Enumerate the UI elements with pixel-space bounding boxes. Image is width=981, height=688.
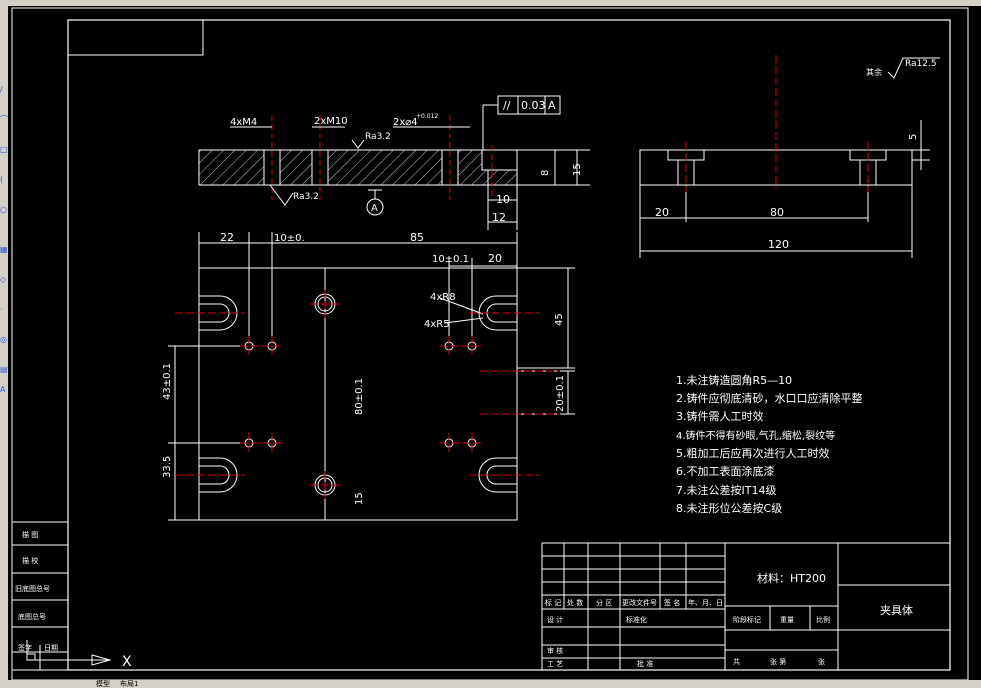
dim-pin: 2x⌀4: [393, 117, 418, 128]
note-item: 7.未注公差按IT14级: [676, 483, 776, 497]
material-label: 材料：HT200: [757, 571, 826, 585]
side-block-cell: 底图总号: [18, 612, 46, 621]
title-cell: 标 记: [545, 598, 561, 607]
dim-d12: 12: [492, 211, 506, 224]
section-view: [198, 95, 590, 230]
title-cell: 年、月、日: [688, 598, 723, 607]
circle-icon[interactable]: ○: [0, 205, 7, 214]
left-toolbar[interactable]: / ⌒ □ ( ○ ▦ ◇ · ◎ ▤ A: [0, 6, 8, 686]
side-block: [11, 521, 69, 671]
dim-20: 20: [655, 206, 669, 219]
table-icon[interactable]: ▤: [0, 365, 8, 374]
drawing-name: 夹具体: [880, 603, 913, 617]
dim-85: 85: [410, 231, 424, 244]
toolbar[interactable]: [0, 0, 981, 6]
side-block-cell: 签字: [18, 643, 32, 652]
dim-120: 120: [768, 238, 789, 251]
title-cell: 分 区: [596, 598, 612, 607]
side-block-cell: 描 校: [22, 556, 38, 565]
title-cell: 设 计: [547, 615, 563, 624]
title-cell: 更改文件号: [622, 598, 657, 607]
note-item: 5.粗加工后应再次进行人工时效: [676, 446, 830, 460]
dim-hole-top: 4xM4: [230, 117, 257, 128]
side-block-cell: 描 图: [22, 530, 38, 539]
block-icon[interactable]: ◇: [0, 275, 7, 284]
note-item: 2.铸件应彻底清砂，水口口应清除平整: [676, 391, 863, 405]
note-item: 1.未注铸造圆角R5—10: [676, 373, 792, 387]
dim-10: 10±0.: [274, 233, 305, 244]
title-cell: 阶段标记: [733, 615, 761, 624]
title-cell: 签 名: [664, 598, 680, 607]
side-block-cell: 旧底图总号: [15, 584, 50, 593]
plan-view: [168, 232, 575, 521]
note-item: 4.铸件不得有砂眼,气孔,缩松,裂纹等: [676, 429, 835, 442]
draw-line-icon[interactable]: /: [0, 85, 3, 94]
dim-5: 5: [908, 134, 919, 140]
dim-15: 15: [354, 492, 365, 505]
dim-tap: 2xM10: [314, 116, 348, 127]
dim-r8: 4xR8: [430, 292, 456, 303]
title-cell: 重量: [780, 616, 794, 624]
roughness-other-label: 其余: [866, 67, 882, 77]
note-item: 3.铸件需人工时效: [676, 409, 764, 423]
ucs-icon: [26, 640, 112, 666]
roughness-label: Ra3.2: [365, 132, 391, 142]
dim-80: 80: [770, 206, 784, 219]
gdt-symbol: //: [503, 99, 511, 112]
point-icon[interactable]: ·: [0, 305, 3, 314]
dim-43: 43±0.1: [162, 363, 173, 400]
title-cell: 比例: [816, 615, 830, 624]
tab-layout1[interactable]: 布局1: [120, 680, 139, 688]
title-cell: 处 数: [567, 598, 583, 607]
title-cell: 工 艺: [547, 660, 563, 668]
note-item: 6.不加工表面涂底漆: [676, 464, 775, 478]
side-block-cell: 日期: [44, 644, 58, 652]
dim-20: 20: [488, 252, 502, 265]
dim-d15: 15: [572, 163, 583, 176]
rectangle-icon[interactable]: □: [0, 145, 8, 154]
ucs-x-label: X: [122, 654, 132, 670]
polyline-icon[interactable]: ⌒: [0, 115, 8, 124]
title-cell: 共: [733, 657, 740, 666]
title-cell: 张 第: [770, 657, 786, 666]
tab-model[interactable]: 模型: [96, 680, 110, 688]
roughness-other-value: Ra12.5: [905, 59, 937, 69]
title-cell: 标准化: [626, 615, 647, 624]
dim-45: 45: [554, 313, 565, 326]
dim-10b: 10±0.1: [432, 254, 469, 265]
code-box: [68, 20, 204, 56]
section-label: A: [371, 203, 378, 214]
text-icon[interactable]: A: [0, 385, 6, 394]
arc-icon[interactable]: (: [0, 175, 4, 184]
title-cell: 张: [818, 657, 825, 666]
side-view: [639, 55, 940, 258]
dim-22: 22: [220, 231, 234, 244]
gdt-value: 0.03: [521, 99, 546, 112]
dim-20v: 20±0.1: [555, 375, 566, 412]
dim-33: 33.5: [162, 456, 173, 478]
gdt-datum: A: [548, 99, 556, 112]
title-block: [541, 542, 951, 671]
note-item: 8.未注形位公差按C级: [676, 501, 782, 515]
dim-r5: 4xR5: [424, 319, 450, 330]
dim-d8: 8: [540, 170, 551, 176]
roughness-label: Ra3.2: [293, 192, 319, 202]
title-cell: 审 核: [547, 646, 563, 655]
dim-80: 80±0.1: [354, 378, 365, 415]
region-icon[interactable]: ◎: [0, 335, 7, 344]
title-cell: 批 准: [637, 659, 653, 668]
layout-tab-bar[interactable]: [0, 680, 981, 688]
inner-frame: [67, 19, 951, 671]
technical-notes: 1.未注铸造圆角R5—10 2.铸件应彻底清砂，水口口应清除平整 3.铸件需人工…: [676, 373, 863, 515]
hatch-icon[interactable]: ▦: [0, 245, 8, 254]
dim-d10: 10: [496, 193, 510, 206]
dim-pin-tol: +0.012: [416, 113, 438, 120]
